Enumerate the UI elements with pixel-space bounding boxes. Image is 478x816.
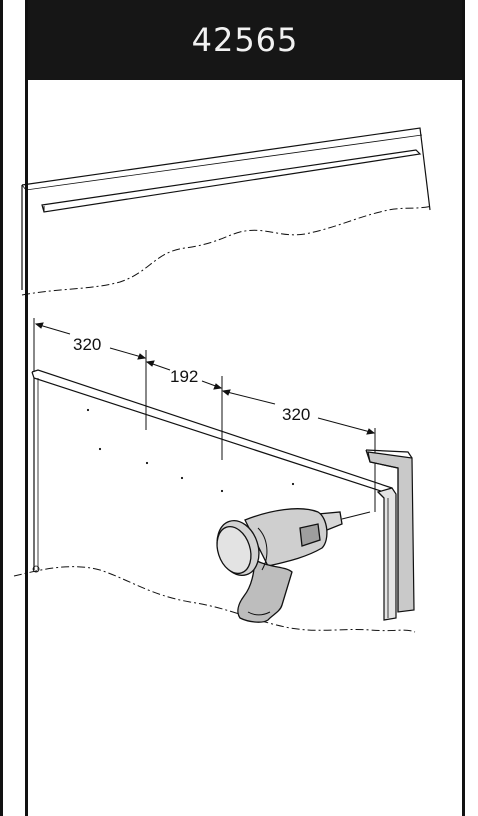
part-number: 42565 [191, 21, 299, 59]
top-panel-with-rail [21, 127, 433, 296]
inner-left-border [25, 0, 28, 816]
side-post [365, 449, 415, 621]
left-border [0, 0, 3, 816]
drill-icon [216, 508, 371, 623]
dimension-lines [33, 318, 376, 512]
dimension-right: 320 [282, 405, 310, 424]
dimension-middle: 192 [170, 367, 198, 386]
header-bar [28, 0, 462, 80]
dimension-left: 320 [73, 335, 101, 354]
cabinet-panel [13, 369, 416, 633]
right-border [462, 0, 465, 816]
